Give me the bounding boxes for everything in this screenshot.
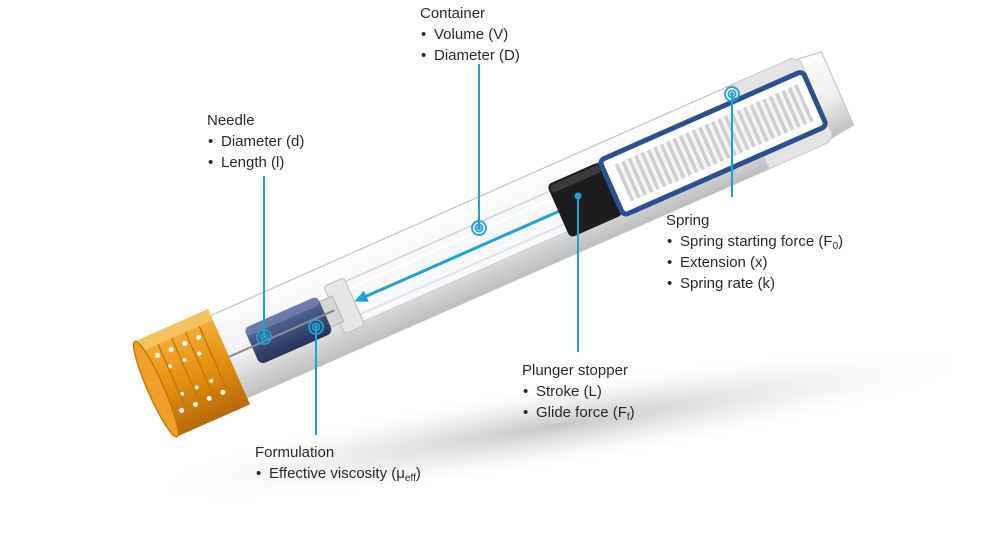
spring-starting-force-tail: )	[838, 233, 844, 250]
spring-rate-text: Spring rate (k)	[680, 275, 776, 292]
spring-coils	[614, 84, 814, 202]
formulation-viscosity-sub: eff	[404, 473, 416, 484]
needle-label: Needle Diameter (d) Length (l)	[207, 110, 304, 173]
needle-item-length: Length (l)	[207, 152, 304, 173]
container-item-volume: Volume (V)	[420, 24, 520, 45]
plunger-rod	[359, 206, 569, 301]
formulation-title: Formulation	[255, 444, 335, 461]
formulation-viscosity-tail: )	[415, 465, 421, 482]
container-list: Volume (V) Diameter (D)	[420, 24, 520, 66]
needle-list: Diameter (d) Length (l)	[207, 131, 304, 173]
formulation-list: Effective viscosity (μeff)	[255, 463, 421, 484]
plunger-item-glide-force: Glide force (Ff)	[522, 402, 635, 423]
spring-marker-icon	[724, 86, 740, 102]
needle-item-diameter: Diameter (d)	[207, 131, 304, 152]
device-body	[132, 51, 855, 438]
container-title: Container	[420, 5, 486, 22]
container-item-diameter: Diameter (D)	[420, 45, 520, 66]
spring-label: Spring Spring starting force (F0) Extens…	[666, 210, 843, 294]
formulation-viscosity-text: Effective viscosity (μ	[269, 465, 405, 482]
needle-marker-icon	[256, 329, 272, 345]
plunger-stopper-title: Plunger stopper	[522, 362, 628, 379]
plunger-stroke-text: Stroke (L)	[536, 383, 602, 400]
spring-title: Spring	[666, 212, 710, 229]
needle-title: Needle	[207, 112, 255, 129]
plunger-stopper-list: Stroke (L) Glide force (Ff)	[522, 381, 635, 423]
spring-item-starting-force: Spring starting force (F0)	[666, 231, 843, 252]
plunger-item-stroke: Stroke (L)	[522, 381, 635, 402]
plunger-glide-force-sub: f	[626, 412, 630, 423]
container-marker-icon	[471, 220, 487, 236]
formulation-item-viscosity: Effective viscosity (μeff)	[255, 463, 421, 484]
spring-item-extension: Extension (x)	[666, 252, 843, 273]
container-label: Container Volume (V) Diameter (D)	[420, 3, 520, 66]
spring-extension-text: Extension (x)	[680, 254, 768, 271]
plunger-glide-force-tail: )	[629, 404, 635, 421]
spring-starting-force-sub: 0	[832, 241, 839, 252]
plunger-glide-force-text: Glide force (F	[536, 404, 627, 421]
formulation-label: Formulation Effective viscosity (μeff)	[255, 442, 421, 484]
plunger-stopper-label: Plunger stopper Stroke (L) Glide force (…	[522, 360, 635, 423]
formulation-marker-icon	[308, 319, 324, 335]
spring-item-rate: Spring rate (k)	[666, 273, 843, 294]
plunger-marker-dot	[574, 192, 582, 200]
leader-lines	[263, 64, 733, 435]
spring-list: Spring starting force (F0) Extension (x)…	[666, 231, 843, 294]
marker-icons	[256, 86, 740, 345]
spring-starting-force-text: Spring starting force (F	[680, 233, 833, 250]
